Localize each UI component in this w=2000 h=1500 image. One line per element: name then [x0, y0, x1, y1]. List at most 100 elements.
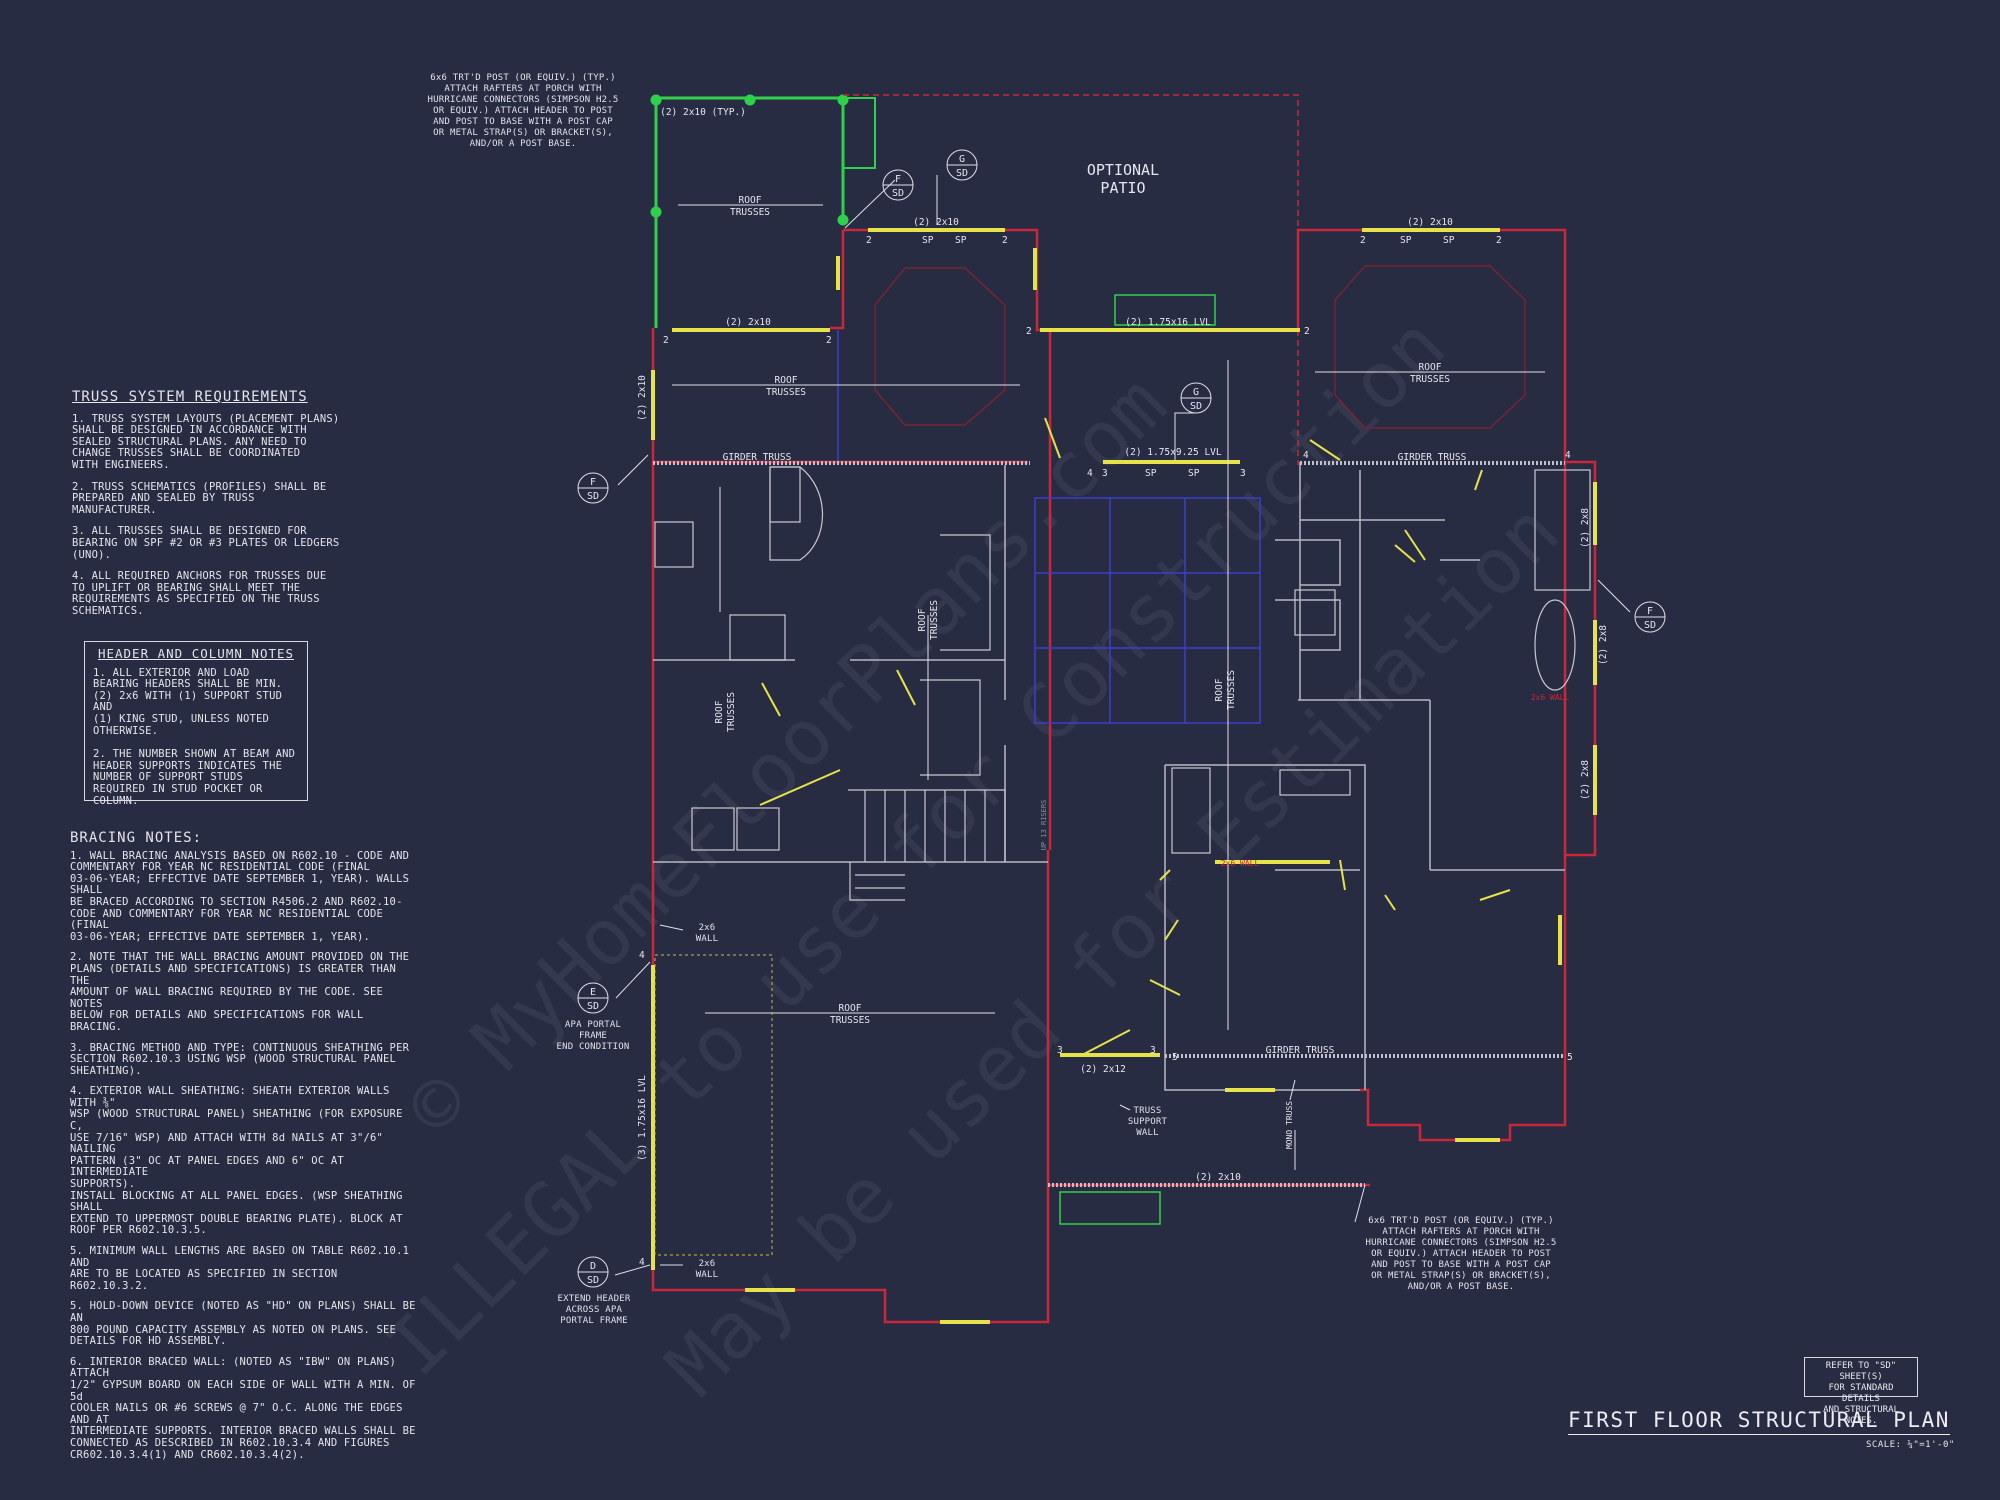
- svg-text:F: F: [895, 174, 901, 185]
- section-marker-d: D SD: [577, 1256, 609, 1288]
- lvl-label-vertical: (3) 1.75x16 LVL: [637, 1075, 648, 1161]
- lvl-label: (2) 1.75x16 LVL: [1125, 317, 1211, 328]
- stud-count: 2: [1026, 326, 1032, 337]
- sp-label: SP: [1188, 468, 1200, 479]
- post-callout-top: 6x6 TRT'D POST (OR EQUIV.) (TYP.) ATTACH…: [427, 73, 619, 149]
- svg-text:SD: SD: [587, 1275, 599, 1286]
- roof-trusses-label: ROOF: [739, 195, 762, 206]
- bracing-note-item: 4. EXTERIOR WALL SHEATHING: SHEATH EXTER…: [70, 1085, 403, 1237]
- tub: [1171, 767, 1211, 854]
- roof-trusses-label: ROOF: [775, 375, 798, 386]
- stud-count: 4: [639, 1257, 645, 1268]
- stud-count: 4: [1303, 450, 1309, 461]
- header-2x8-label: (2) 2x8: [1580, 508, 1591, 548]
- soaking-tub: [1534, 599, 1576, 691]
- svg-text:G: G: [959, 154, 965, 165]
- tray-ceilings: [874, 265, 1526, 429]
- sp-label: SP: [922, 235, 934, 246]
- roof-trusses-label-vertical: ROOF: [714, 700, 725, 723]
- porch-post: [842, 97, 876, 169]
- wall-2x6-label: 2x6 WALL: [1531, 693, 1570, 702]
- wall-2x6-label: 2x6 WALL: [1221, 859, 1260, 868]
- svg-text:E: E: [590, 987, 596, 998]
- bracing-note-item: 5. MINIMUM WALL LENGTHS ARE BASED ON TAB…: [70, 1245, 410, 1292]
- header-2x8-label: (2) 2x8: [1598, 625, 1609, 665]
- wall-2x6-callout: 2x6 WALL: [695, 923, 719, 944]
- apa-portal-callout: APA PORTAL FRAME END CONDITION: [556, 1020, 630, 1052]
- header-and-column-notes: HEADER AND COLUMN NOTES 1. ALL EXTERIOR …: [84, 641, 308, 806]
- stud-count: 2: [663, 335, 669, 346]
- stud-count: 3: [1240, 468, 1246, 479]
- stud-count: 4: [1087, 468, 1093, 479]
- sp-label: SP: [955, 235, 967, 246]
- pantry-walls: [920, 534, 991, 776]
- header-2x10-label: (2) 2x10: [725, 317, 771, 328]
- stud-count: 3: [1057, 1045, 1063, 1056]
- section-marker-e: E SD: [577, 982, 609, 1014]
- svg-text:G: G: [1193, 387, 1199, 398]
- stairs-lower: [849, 862, 905, 901]
- optional-patio-label: OPTIONAL: [1087, 161, 1159, 179]
- roof-trusses-label: ROOF: [839, 1003, 862, 1014]
- stud-count: 5: [1172, 1052, 1178, 1063]
- porch-post-node: [650, 94, 662, 106]
- fixtures: [654, 466, 1591, 901]
- stud-count: 2: [826, 335, 832, 346]
- sd-reference-note: REFER TO "SD" SHEET(S) FOR STANDARD DETA…: [1804, 1357, 1918, 1426]
- floor-grid: [837, 330, 1261, 724]
- stud-count: 2: [1360, 235, 1366, 246]
- svg-text:D: D: [590, 1261, 596, 1272]
- header-2x10-label: (2) 2x10: [1407, 217, 1453, 228]
- dryer: [736, 807, 780, 851]
- header-note-item: 1. ALL EXTERIOR AND LOAD BEARING HEADERS…: [93, 666, 283, 737]
- mono-truss-label: MONO TRUSS: [1285, 1101, 1294, 1149]
- header-2x12-label: (2) 2x12: [1080, 1064, 1126, 1075]
- stud-count: 2: [866, 235, 872, 246]
- roof-trusses-label: TRUSSES: [1410, 374, 1450, 385]
- washer: [691, 807, 735, 851]
- truss-span-arrows: [672, 204, 1545, 1030]
- vanity: [1279, 769, 1351, 796]
- sheet-scale: SCALE: ¼"=1'-0": [1866, 1440, 1955, 1450]
- shower: [1534, 469, 1591, 591]
- truss-notes-title: TRUSS SYSTEM REQUIREMENTS: [72, 389, 308, 405]
- lvl-label: (2) 1.75x9.25 LVL: [1124, 447, 1222, 458]
- girder-trusses: [653, 461, 1565, 1187]
- stairs: [848, 789, 1006, 862]
- cooktop: [654, 521, 694, 568]
- bracing-note-item: 2. NOTE THAT THE WALL BRACING AMOUNT PRO…: [70, 951, 410, 1033]
- truss-support-callout: TRUSS SUPPORT WALL: [1127, 1106, 1168, 1138]
- header-2x10-typ-label: (2) 2x10 (TYP.): [660, 107, 746, 118]
- header-2x10-label: (2) 2x10: [913, 217, 959, 228]
- stud-count: 2: [1002, 235, 1008, 246]
- garage-slab: [654, 954, 773, 1256]
- sp-label: SP: [1145, 468, 1157, 479]
- bracing-notes-title: BRACING NOTES:: [70, 830, 203, 846]
- stair-note: UP 13 RISERS: [1040, 800, 1048, 851]
- svg-text:F: F: [1647, 606, 1653, 617]
- svg-text:SD: SD: [956, 168, 968, 179]
- sheet-title: FIRST FLOOR STRUCTURAL PLAN: [1568, 1408, 1950, 1435]
- girder-truss-label: GIRDER TRUSS: [1398, 452, 1467, 463]
- wall-2x6-callout: 2x6 WALL: [695, 1259, 719, 1280]
- stud-count: 2: [1496, 235, 1502, 246]
- door-swings: [759, 417, 1511, 1056]
- roof-trusses-label: TRUSSES: [830, 1015, 870, 1026]
- section-marker-f-right: F SD: [1634, 601, 1666, 633]
- bracing-note-item: 1. WALL BRACING ANALYSIS BASED ON R602.1…: [70, 849, 410, 943]
- stud-count: 4: [639, 950, 645, 961]
- svg-text:SD: SD: [892, 188, 904, 199]
- appliance: [729, 614, 786, 661]
- section-marker-f-left: F SD: [577, 472, 609, 504]
- truss-note-item: 1. TRUSS SYSTEM LAYOUTS (PLACEMENT PLANS…: [72, 412, 340, 471]
- optional-patio-label: PATIO: [1100, 179, 1145, 197]
- porch-post-node: [650, 206, 662, 218]
- stud-count: 2: [1304, 326, 1310, 337]
- svg-text:SD: SD: [587, 1001, 599, 1012]
- stud-count: 3: [1150, 1045, 1156, 1056]
- front-porch: [650, 94, 876, 328]
- roof-trusses-label-vertical: TRUSSES: [726, 692, 737, 732]
- porch-post-node: [744, 94, 756, 106]
- section-marker-f-top: F SD: [882, 169, 914, 201]
